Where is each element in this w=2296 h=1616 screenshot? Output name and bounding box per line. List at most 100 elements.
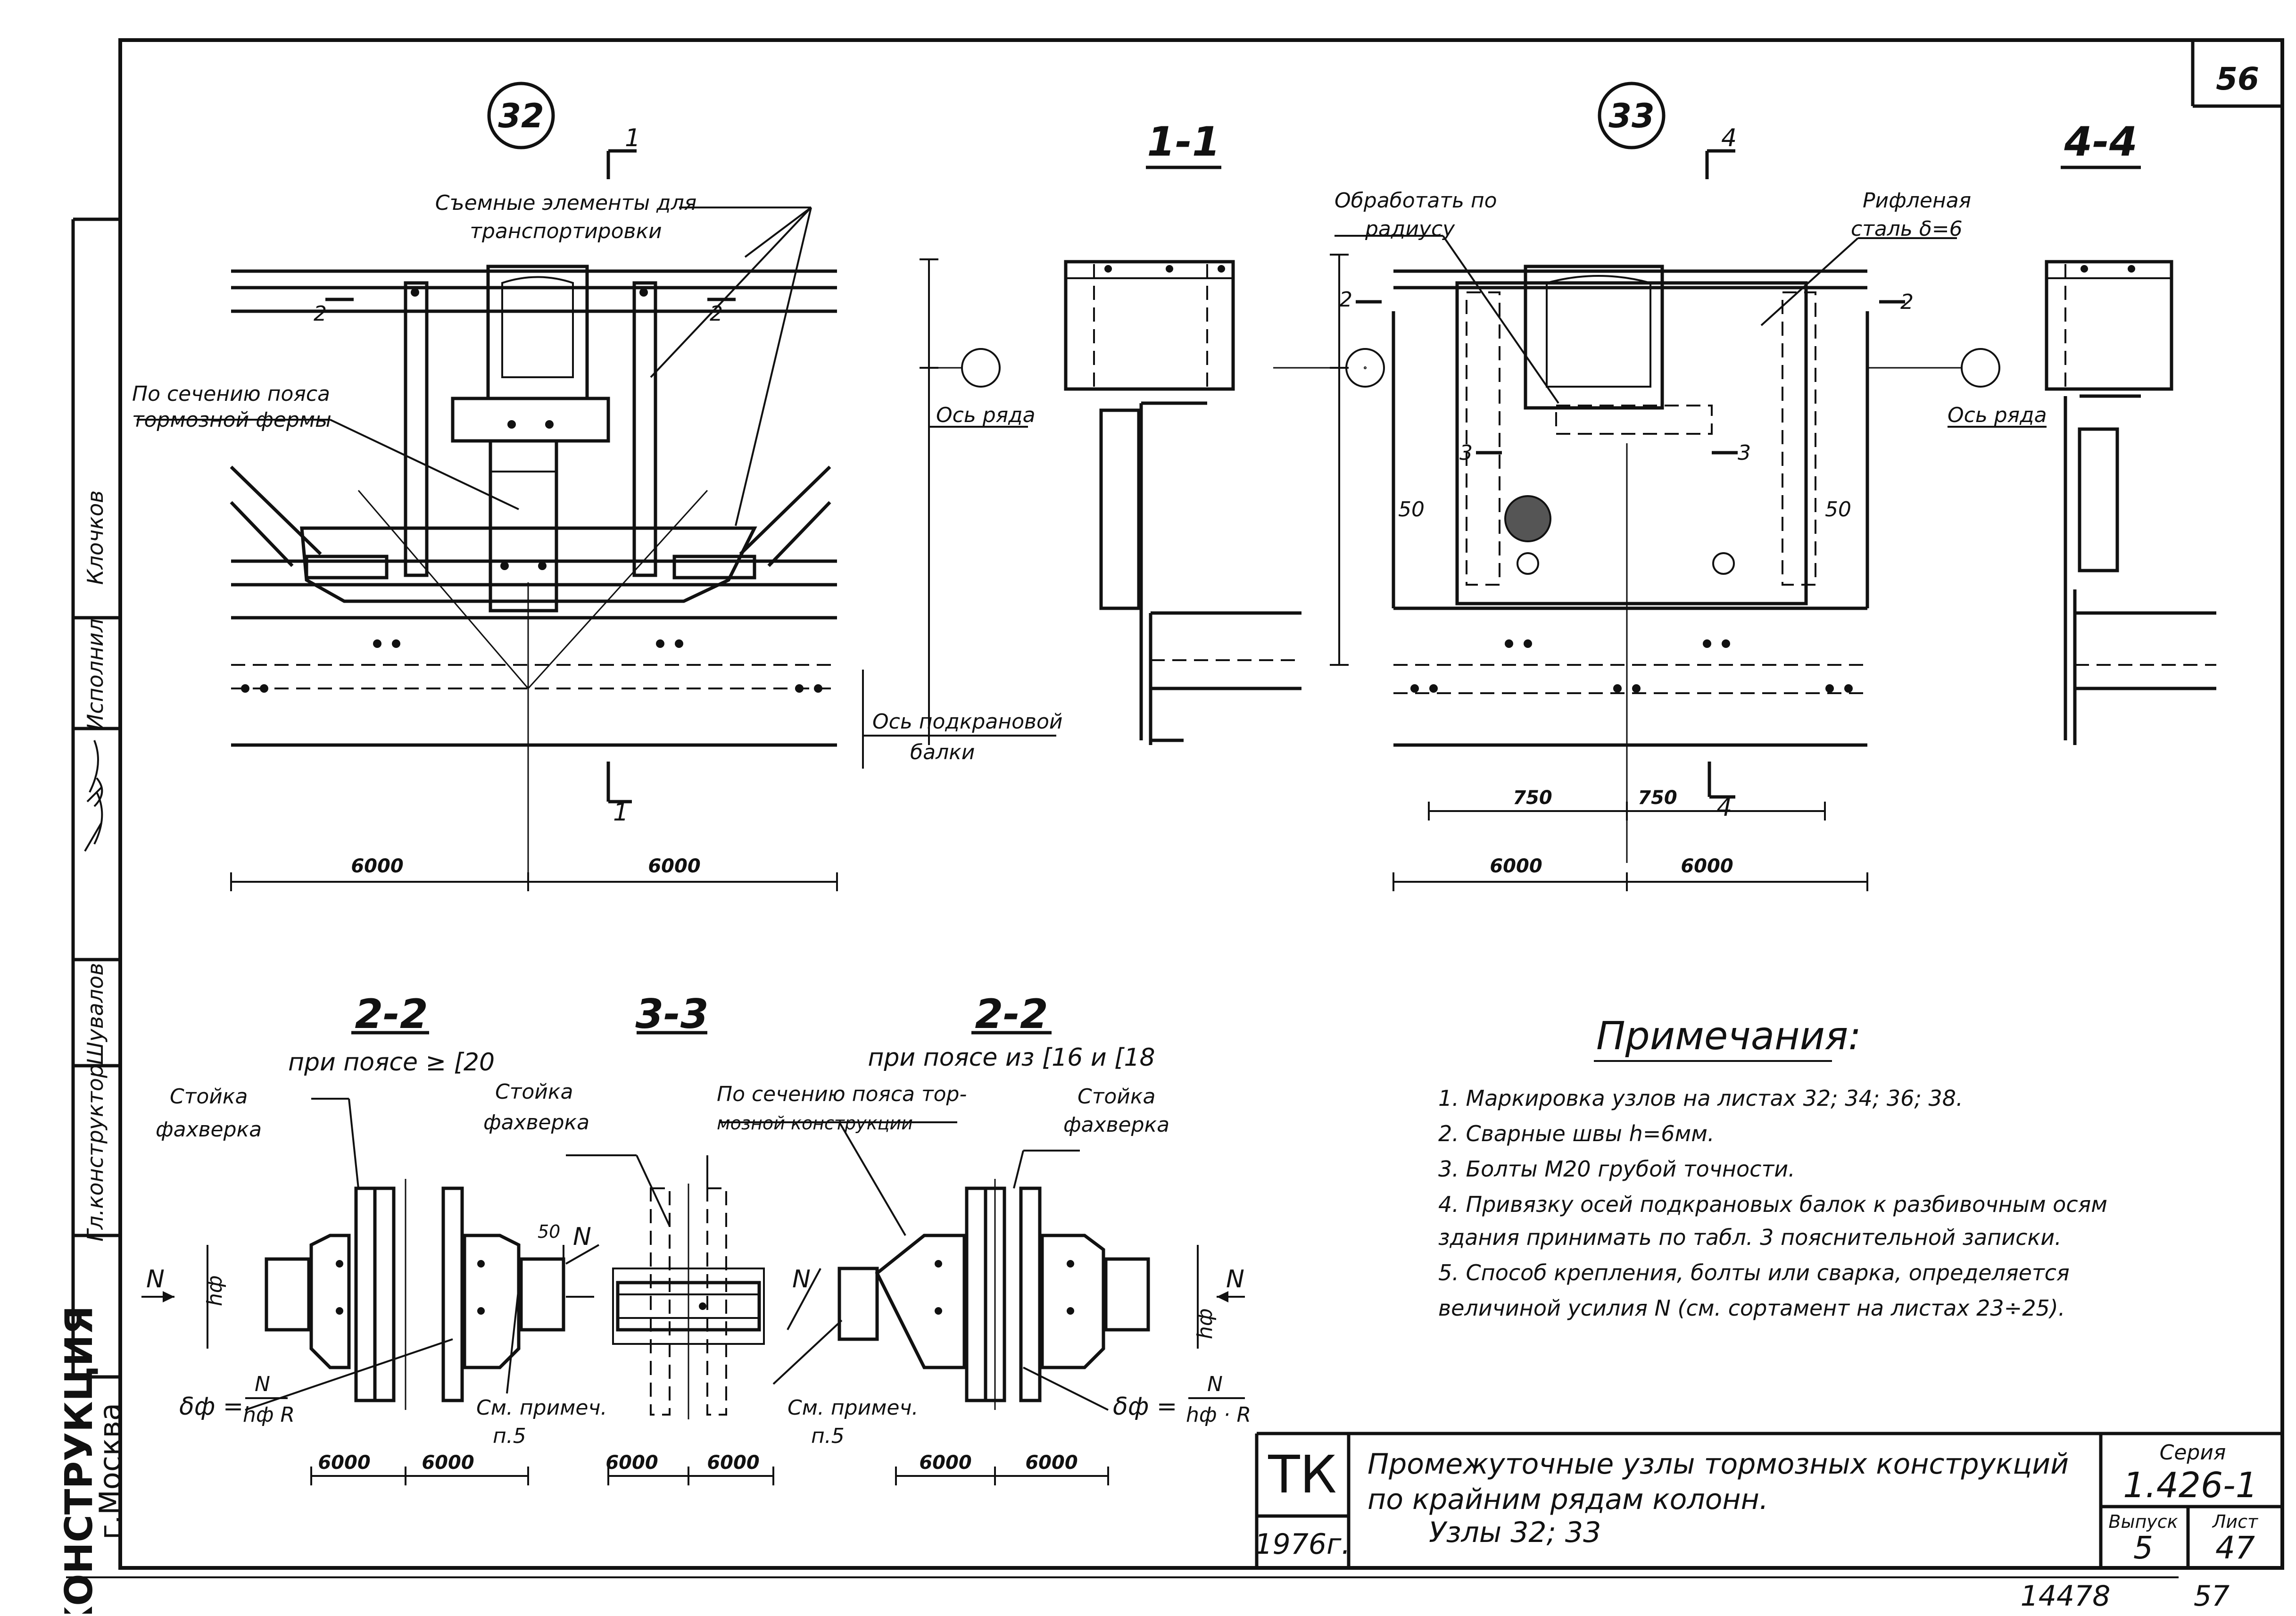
signature-shuvalov: Шувалов [83,963,108,1065]
org-city: г.Москва [93,1403,127,1540]
title-block-line-2: по крайним рядам колонн. [1368,1483,1768,1516]
section-3-3-dim-right: 6000 [707,1452,759,1474]
node-32-callout-removable-1: Съемные элементы для [435,191,696,215]
left-strip [66,217,2179,1578]
title-block-issue-label: Выпуск [2108,1511,2178,1532]
title-block-series-label: Серия [2160,1441,2226,1465]
node-33-callout-radius-1: Обработать по [1334,189,1497,213]
node-32-axis-beam-2: балки [910,740,975,764]
title-block-sheet-label: Лист [2212,1511,2259,1532]
node-32-cut-mark-top: 1 [625,124,640,152]
node-32-callout-section-2: тормозной фермы [132,408,332,432]
section-2-2-b-formula-lhs: δф = [1113,1392,1177,1421]
node-33-cut3-right: 3 [1738,441,1751,465]
note-4: 4. Привязку осей подкрановых балок к раз… [1438,1192,2107,1217]
node-32-label: 32 [498,97,544,135]
section-2-2-b-dim-left: 6000 [919,1452,971,1474]
footer-number-right: 57 [2194,1580,2230,1613]
signature-scribble-2 [84,792,103,852]
page-number: 56 [2216,61,2259,97]
section-2-2-b-formula-den: hф · R [1186,1403,1251,1427]
node-33-dim-750-left: 750 [1513,787,1552,809]
title-block-line-3: Узлы 32; 33 [1429,1516,1601,1549]
section-3-3-title: 3-3 [635,991,708,1038]
note-2: 2. Сварные швы h=6мм. [1438,1121,1715,1146]
section-3-3-drawing [566,1031,774,1485]
section-2-2-b-force-right: N [1226,1265,1244,1293]
node-32-dim-left: 6000 [351,855,403,877]
node-33-cut2-right: 2 [1900,290,1914,314]
node-32-axis-beam-1: Ось подкрановой [872,710,1062,734]
section-2-2-a-callout-2: фахверка [156,1118,262,1142]
section-4-4-drawing [1948,166,2216,745]
section-2-2-a-subtitle: при поясе ≥ [20 [288,1048,495,1077]
section-4-4-axis-row: Ось ряда [1948,403,2047,427]
section-3-3-callout-2: фахверка [483,1110,589,1135]
section-2-2-a-dim-right: 6000 [422,1452,474,1474]
title-block [1255,1432,2282,1568]
node-33-weld-50-left: 50 [1398,497,1425,522]
signature-klochkov: Клочков [83,490,108,585]
title-block-issue-value: 5 [2133,1530,2153,1566]
note-1: 1. Маркировка узлов на листах 32; 34; 36… [1438,1086,1963,1111]
section-2-2-b-drawing [719,1031,1245,1485]
node-33-drawing [1334,82,2000,891]
node-32-dim-right: 6000 [648,855,700,877]
section-2-2-a-formula-den: hф R [243,1403,295,1427]
signature-chief-designer: Гл.конструктор [83,1064,108,1242]
note-3: 3. Болты М20 грубой точности. [1438,1156,1795,1182]
node-33-dim-right: 6000 [1681,855,1733,877]
section-2-2-b-dim-right: 6000 [1025,1452,1078,1474]
node-32-callout-removable-2: транспортировки [470,219,662,243]
node-33-callout-plate-2: сталь δ=6 [1851,217,1963,241]
section-2-2-b-subtitle: при поясе из [16 и [18 [868,1044,1155,1072]
node-33-callout-plate-1: Рифленая [1863,189,1971,213]
section-2-2-a-callout-1: Стойка [170,1085,248,1109]
title-block-sheet-value: 47 [2215,1530,2255,1566]
section-2-2-b-callout-section-2: мозной конструкции [717,1113,913,1134]
node-32-cut2-right: 2 [710,302,723,326]
node-33-dim-750-right: 750 [1638,787,1677,809]
section-2-2-a-dim-left: 6000 [318,1452,370,1474]
node-33-cut-mark-bottom: 4 [1716,794,1732,822]
node-32-drawing [137,82,1056,891]
section-3-3-dim-left: 6000 [605,1452,658,1474]
note-5-cont: величиной усилия N (см. сортамент на лис… [1438,1295,2065,1321]
notes-title: Примечания: [1596,1014,1861,1059]
title-block-line-1: Промежуточные узлы тормозных конструкций [1368,1448,2069,1481]
section-2-2-b-formula-num: N [1207,1372,1223,1396]
section-2-2-a-drawing [141,1031,599,1485]
node-33-weld-50-right: 50 [1825,497,1851,522]
title-block-series-value: 1.426-1 [2123,1465,2258,1506]
org-name: КОНСТРУКЦИЯ [57,1306,101,1614]
section-2-2-a-see-note-1: См. примеч. [476,1396,607,1420]
section-2-2-a-force-left: N [146,1265,165,1293]
signature-ispolnil: Исполнил [83,619,108,730]
section-2-2-a-formula-num: N [255,1372,270,1396]
node-33-cut2-left: 2 [1339,288,1352,312]
section-2-2-a-dim-50: 50 [538,1221,560,1242]
node-33-cut-mark-top: 4 [1721,124,1737,152]
section-2-2-a-see-note-2: п.5 [493,1424,526,1448]
node-32-callout-section-1: По сечению пояса [132,382,330,406]
section-2-2-b-callout-section-1: По сечению пояса тор- [717,1082,967,1106]
section-3-3-callout-1: Стойка [495,1080,573,1104]
section-2-2-b-hf: hф [1193,1308,1217,1339]
note-4-cont: здания принимать по табл. 3 пояснительно… [1438,1225,2062,1250]
signature-scribble-1 [86,740,103,807]
node-33-dim-left: 6000 [1490,855,1542,877]
section-2-2-a-formula-lhs: δф = [179,1392,243,1421]
section-1-1-title: 1-1 [1147,118,1220,166]
title-block-org-code: ТК [1268,1444,1336,1505]
node-33-label: 33 [1608,97,1654,135]
node-33-cut3-left: 3 [1459,441,1473,465]
note-5: 5. Способ крепления, болты или сварка, о… [1438,1260,2070,1285]
node-32-cut-mark-bottom: 1 [613,798,629,827]
section-2-2-b-callout-2: фахверка [1063,1113,1169,1137]
section-2-2-b-callout-1: Стойка [1078,1085,1155,1109]
node-32-axis-row: Ось ряда [936,403,1036,427]
section-2-2-b-see-note-2: п.5 [811,1424,845,1448]
section-2-2-b-see-note-1: См. примеч. [787,1396,918,1420]
